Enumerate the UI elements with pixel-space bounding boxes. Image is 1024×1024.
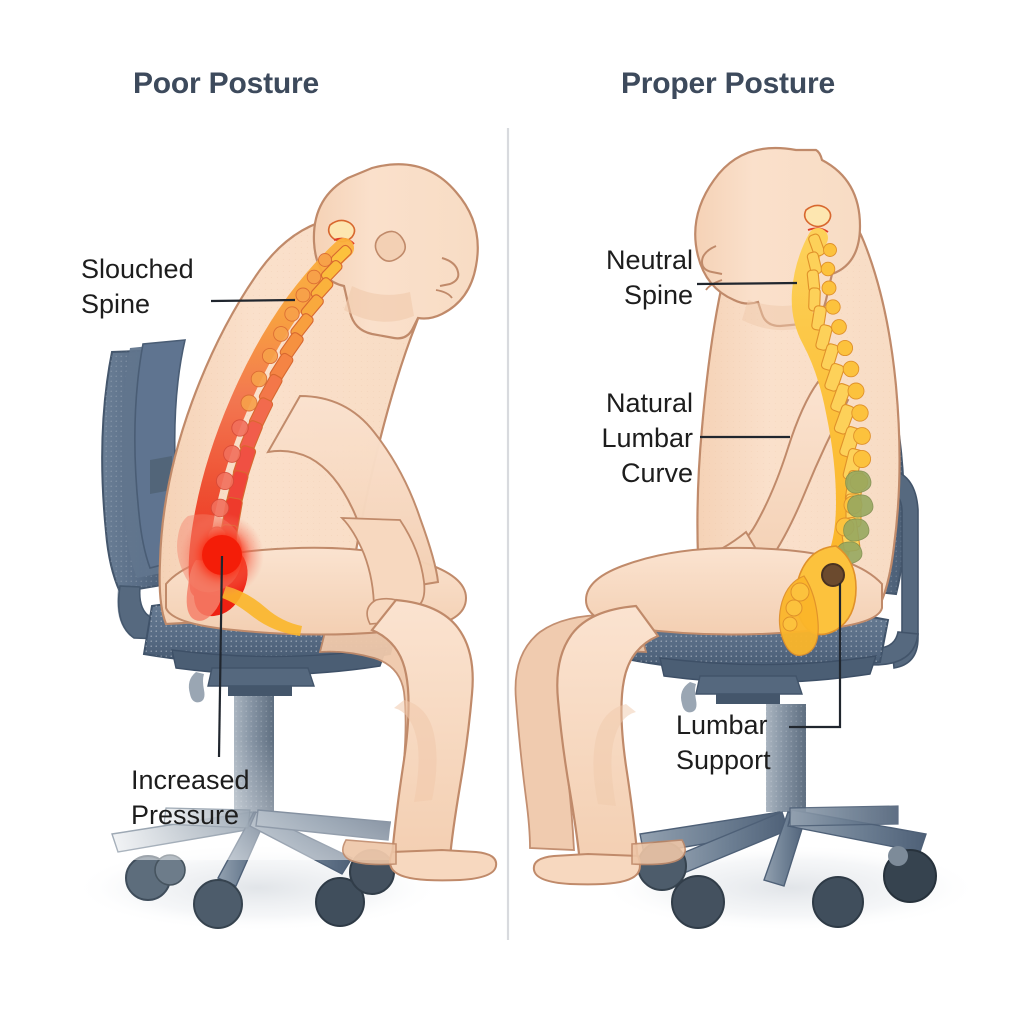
label-natural-lumbar-curve: Natural Lumbar Curve bbox=[601, 388, 693, 489]
label-increased-pressure: Increased Pressure bbox=[131, 765, 250, 831]
label-neutral-spine: Neutral Spine bbox=[605, 245, 693, 311]
panel-title-poor-posture: Poor Posture bbox=[133, 67, 319, 100]
spine-neutral-icon bbox=[778, 204, 874, 657]
leader-line-increased-pressure bbox=[217, 555, 224, 758]
label-slouched-spine: Slouched Spine bbox=[81, 254, 194, 320]
panel-title-proper-posture: Proper Posture bbox=[621, 67, 835, 100]
pressure-point-icon bbox=[180, 513, 264, 597]
proper-posture-illustration bbox=[514, 146, 980, 932]
leader-line-neutral-spine bbox=[696, 281, 798, 286]
chair-base-right bbox=[637, 805, 937, 929]
leader-line-lumbar-support bbox=[789, 583, 842, 729]
leader-line-slouched-spine bbox=[210, 298, 296, 303]
poor-posture-illustration bbox=[73, 163, 498, 932]
label-lumbar-support: Lumbar Support bbox=[676, 710, 771, 776]
